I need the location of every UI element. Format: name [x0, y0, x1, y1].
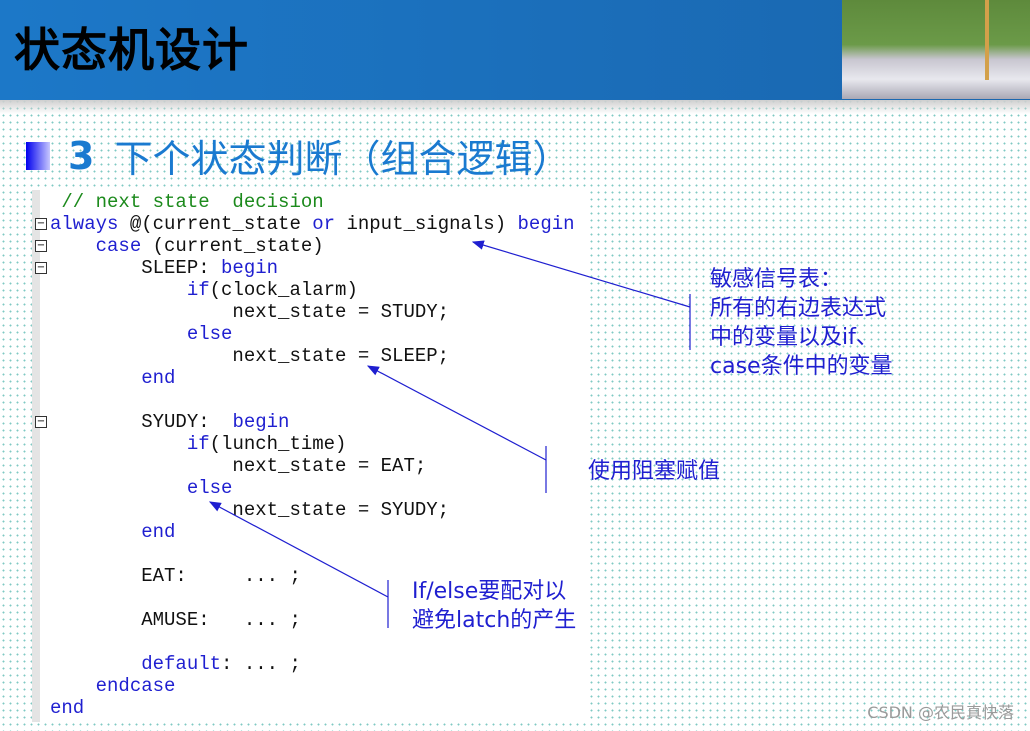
code-line: next_state = EAT; — [50, 455, 426, 477]
ifelse-note: If/else要配对以 避免latch的产生 — [412, 577, 576, 635]
code-line: case (current_state) — [50, 235, 324, 257]
header-photo — [842, 0, 1030, 99]
keyword: else — [50, 477, 233, 499]
keyword: endcase — [50, 675, 176, 697]
code-line: EAT: ... ; — [50, 565, 301, 587]
keyword: end — [50, 521, 176, 543]
section-number: 3 — [68, 133, 95, 178]
ifelse-arrow — [208, 501, 389, 598]
code-text: (clock_alarm) — [209, 279, 358, 301]
keyword: begin — [221, 257, 279, 279]
section-heading: 3 下个状态判断（组合逻辑） — [26, 128, 570, 183]
keyword: or — [312, 213, 336, 235]
header-shadow — [0, 100, 1030, 114]
code-text: next_state = EAT; — [50, 455, 427, 477]
code-line: default: ... ; — [50, 653, 301, 675]
code-text: (lunch_time) — [209, 433, 347, 455]
code-line: else — [50, 323, 233, 345]
code-line: end — [50, 367, 175, 389]
fold-toggle-icon[interactable]: − — [35, 240, 47, 252]
code-line: if(clock_alarm) — [50, 279, 358, 301]
note-line: If/else要配对以 — [412, 579, 567, 604]
keyword: default — [50, 653, 222, 675]
code-text: SYUDY: — [50, 411, 233, 433]
fold-gutter — [32, 190, 40, 722]
bullet-icon — [26, 141, 50, 170]
code-line: AMUSE: ... ; — [50, 609, 301, 631]
code-text: SLEEP: — [50, 257, 222, 279]
fold-toggle-icon[interactable]: − — [35, 262, 47, 274]
keyword: else — [50, 323, 233, 345]
note-line: 中的变量以及if、 — [710, 325, 878, 350]
sensitivity-note: 敏感信号表： 所有的右边表达式 中的变量以及if、 case条件中的变量 — [710, 265, 893, 381]
code-line: next_state = STUDY; — [50, 301, 449, 323]
code-text: AMUSE: ... ; — [50, 609, 301, 631]
section-title: 下个状态判断（组合逻辑） — [114, 137, 571, 181]
note-line: 避免latch的产生 — [412, 608, 577, 633]
fold-toggle-icon[interactable]: − — [35, 218, 47, 230]
note-line: 敏感信号表： — [710, 267, 843, 292]
note-line: case条件中的变量 — [710, 354, 893, 379]
keyword: case — [50, 235, 142, 257]
code-line: always @(current_state or input_signals)… — [50, 213, 575, 235]
note-line: 所有的右边表达式 — [710, 296, 887, 321]
code-text: next_state = SLEEP; — [50, 345, 450, 367]
comment: // next state decision — [50, 191, 324, 213]
code-line: endcase — [50, 675, 176, 697]
code-text: input_signals) — [335, 213, 518, 235]
code-text: next_state = SYUDY; — [50, 499, 450, 521]
keyword: begin — [232, 411, 290, 433]
blocking-arrow — [366, 365, 547, 461]
code-line: SLEEP: begin — [50, 257, 278, 279]
keyword: begin — [517, 213, 575, 235]
code-text: EAT: ... ; — [50, 565, 301, 587]
code-line: if(lunch_time) — [50, 433, 347, 455]
code-text: : ... ; — [221, 653, 301, 675]
keyword: always — [50, 213, 119, 235]
sensitivity-arrow — [471, 240, 691, 308]
code-line: next_state = SLEEP; — [50, 345, 449, 367]
code-line: end — [50, 521, 175, 543]
code-text: @(current_state — [118, 213, 313, 235]
keyword: end — [50, 367, 176, 389]
blocking-note: 使用阻塞赋值 — [588, 457, 720, 486]
code-line: // next state decision — [50, 191, 324, 213]
watermark: CSDN @农民真快落 — [867, 703, 1014, 722]
keyword: if — [50, 433, 210, 455]
keyword: end — [50, 697, 85, 719]
plant-stem — [985, 0, 989, 80]
note-line: 使用阻塞赋值 — [588, 459, 721, 484]
code-line: else — [50, 477, 233, 499]
code-line: next_state = SYUDY; — [50, 499, 449, 521]
fold-toggle-icon[interactable]: − — [35, 416, 47, 428]
code-text: next_state = STUDY; — [50, 301, 450, 323]
slide-title: 状态机设计 — [14, 23, 249, 77]
code-line: end — [50, 697, 84, 719]
keyword: if — [50, 279, 210, 301]
code-text: (current_state) — [141, 235, 324, 257]
code-line: SYUDY: begin — [50, 411, 289, 433]
